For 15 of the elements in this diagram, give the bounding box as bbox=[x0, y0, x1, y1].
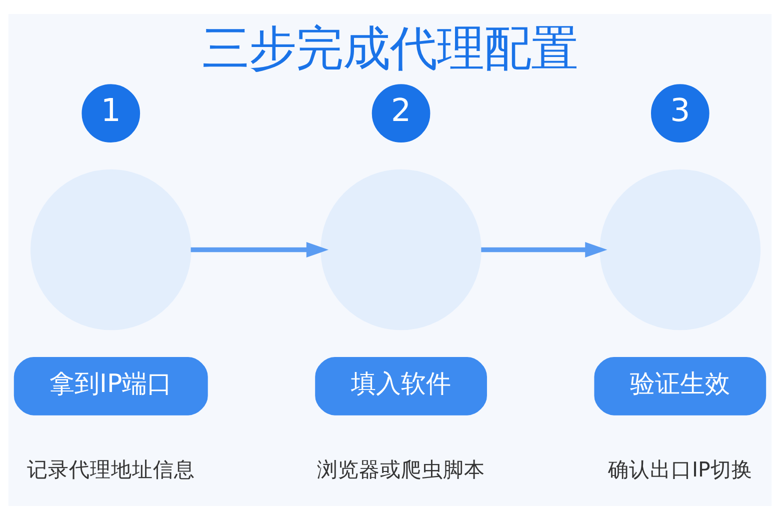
diagram-title: 三步完成代理配置 bbox=[202, 21, 578, 76]
node-circle bbox=[30, 169, 192, 330]
node-circle: 3 bbox=[650, 84, 710, 143]
node-box: 拿到IP端口 bbox=[14, 356, 208, 416]
node-circle bbox=[600, 169, 761, 330]
node-circle: 2 bbox=[372, 84, 430, 143]
node-label: 确认出口IP切换 bbox=[608, 458, 752, 482]
arrow bbox=[481, 242, 608, 258]
node-circle: 1 bbox=[82, 84, 140, 143]
node-circle bbox=[320, 169, 482, 330]
node-label: 记录代理地址信息 bbox=[26, 458, 195, 482]
node-box: 验证生效 bbox=[594, 356, 766, 416]
node-label: 浏览器或爬虫脚本 bbox=[317, 458, 486, 482]
node-box: 填入软件 bbox=[315, 356, 487, 416]
arrow bbox=[190, 242, 329, 258]
